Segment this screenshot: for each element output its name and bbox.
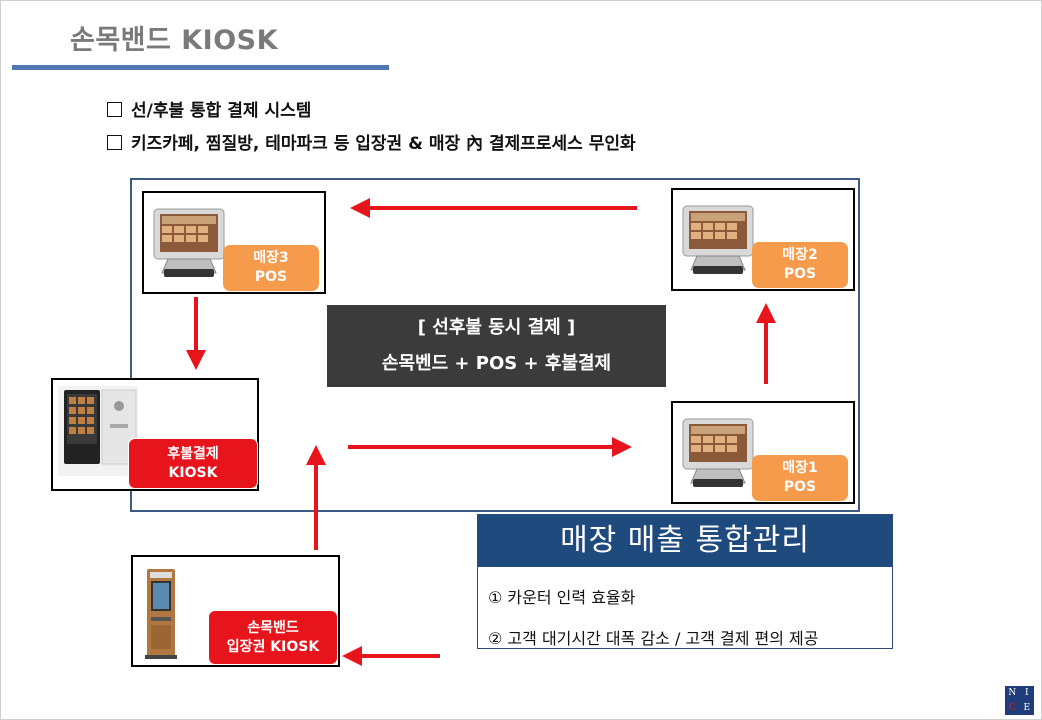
simultaneous-payment-box: [ 선후불 동시 결제 ] 손목벤드 + POS + 후불결제 [327, 305, 666, 387]
standing-kiosk-icon [145, 569, 177, 659]
pos-terminal-icon [682, 418, 754, 487]
checkbox-square-icon [107, 135, 122, 150]
logo-letter-n: N [1008, 688, 1017, 698]
entry-kiosk-label-line2: 입장권 KIOSK [226, 638, 320, 655]
management-item-2: ② 고객 대기시간 대폭 감소 / 고객 결제 편의 제공 [488, 629, 819, 648]
pos2-label-line2: POS [783, 266, 817, 282]
management-heading: 매장 매출 통합관리 [478, 515, 892, 567]
bullet-2: 키즈카페, 찜질방, 테마파크 등 입장권 & 매장 內 결제프로세스 무인화 [107, 129, 636, 154]
sales-management-panel: 매장 매출 통합관리 ① 카운터 인력 효율화 ② 고객 대기시간 대폭 감소 … [477, 514, 893, 649]
postpay-kiosk-label-line2: KIOSK [168, 464, 218, 481]
entry-kiosk-label: 손목밴드 입장권 KIOSK [208, 610, 338, 665]
entry-kiosk-device: 손목밴드 입장권 KIOSK [131, 555, 340, 667]
pos2-label-line1: 매장2 [782, 247, 818, 263]
pos1-label-line1: 매장1 [782, 460, 818, 476]
pos3-device: 매장3 POS [142, 191, 326, 294]
pos1-label: 매장1 POS [752, 455, 848, 501]
postpay-kiosk-device: 후불결제 KIOSK [51, 378, 259, 491]
pos3-label-line1: 매장3 [253, 250, 289, 266]
pos2-label: 매장2 POS [752, 242, 848, 288]
center-line2: 손목벤드 + POS + 후불결제 [381, 353, 612, 374]
pos1-label-line2: POS [783, 479, 817, 495]
payment-flow-frame [130, 178, 860, 512]
logo-letter-c: C [1008, 702, 1016, 713]
management-item-1: ① 카운터 인력 효율화 [488, 588, 636, 607]
bullet-1-text: 선/후불 통합 결제 시스템 [131, 101, 312, 121]
title-underline [12, 65, 389, 70]
pos3-label-line2: POS [254, 269, 288, 285]
slide-title: 손목밴드 KIOSK [70, 25, 279, 56]
pos-terminal-icon [682, 205, 754, 274]
pos3-label: 매장3 POS [223, 245, 319, 291]
center-line1: [ 선후불 동시 결제 ] [417, 317, 576, 338]
bullet-1: 선/후불 통합 결제 시스템 [107, 96, 311, 121]
pos2-device: 매장2 POS [671, 188, 855, 291]
pos-terminal-icon [153, 208, 225, 277]
logo-letter-i: I [1024, 688, 1029, 698]
logo-letter-e: E [1023, 702, 1031, 713]
checkbox-square-icon [107, 102, 122, 117]
entry-kiosk-label-line1: 손목밴드 [247, 619, 299, 636]
bullet-2-text: 키즈카페, 찜질방, 테마파크 등 입장권 & 매장 內 결제프로세스 무인화 [131, 134, 636, 154]
nice-logo: N I C E [1005, 686, 1034, 715]
postpay-kiosk-label: 후불결제 KIOSK [128, 438, 258, 489]
postpay-kiosk-label-line1: 후불결제 [167, 445, 219, 462]
pos1-device: 매장1 POS [671, 401, 855, 504]
